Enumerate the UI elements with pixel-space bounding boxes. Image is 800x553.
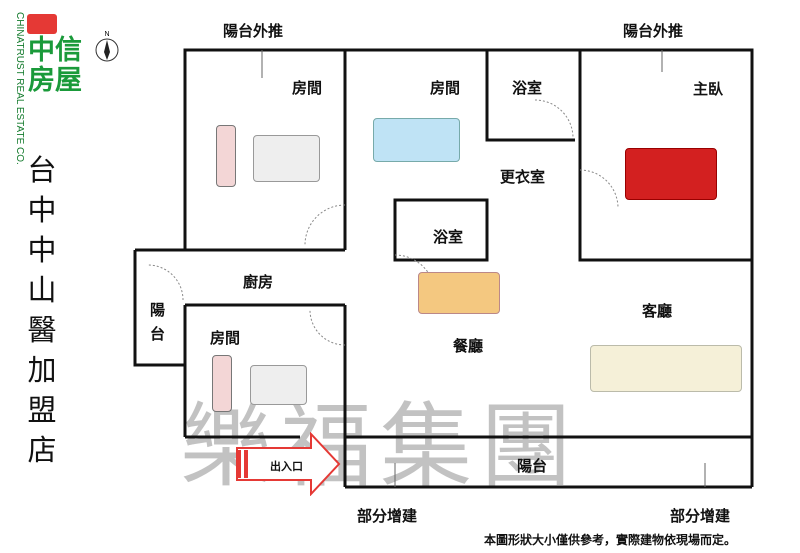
- brand-logo: 中信房屋: [28, 35, 82, 96]
- entrance-arrow-icon: [236, 432, 341, 496]
- room-label: 餐廳: [453, 337, 484, 355]
- bed-icon: [250, 365, 307, 405]
- disclaimer: 本圖形狀大小僅供參考，實際建物依現場而定。: [484, 533, 737, 547]
- room-label: 陽台外推: [623, 22, 684, 40]
- room-label: 廚房: [243, 273, 274, 291]
- bed-icon: [625, 148, 717, 200]
- bed-icon: [253, 135, 320, 182]
- room-label: 陽台: [517, 457, 548, 475]
- room-label: 房間: [430, 79, 461, 97]
- compass-icon: N: [95, 31, 119, 62]
- mirror-icon: [216, 125, 236, 187]
- room-label: 客廳: [642, 302, 673, 320]
- room-label: 房間: [210, 329, 241, 347]
- room-label: 陽台外推: [223, 22, 284, 40]
- entrance-label: 出入口: [270, 460, 303, 473]
- room-label: 房間: [292, 79, 323, 97]
- sofa-set-icon: [590, 345, 742, 392]
- store-title: 台中中山醫加盟店: [27, 153, 57, 467]
- watermark: 樂福集團: [180, 393, 581, 500]
- room-label: 部分增建: [670, 507, 731, 525]
- bed-icon: [373, 118, 460, 162]
- room-label: 主臥: [693, 80, 724, 98]
- compass-label: N: [104, 31, 109, 38]
- mirror-icon: [212, 355, 232, 412]
- logo-emblem: [27, 14, 57, 34]
- dining-table-icon: [418, 272, 500, 314]
- room-label: 更衣室: [500, 168, 546, 186]
- room-label: 浴室: [512, 79, 543, 97]
- room-label: 浴室: [433, 228, 464, 246]
- room-label: 陽台: [150, 301, 166, 343]
- room-label: 部分增建: [357, 507, 418, 525]
